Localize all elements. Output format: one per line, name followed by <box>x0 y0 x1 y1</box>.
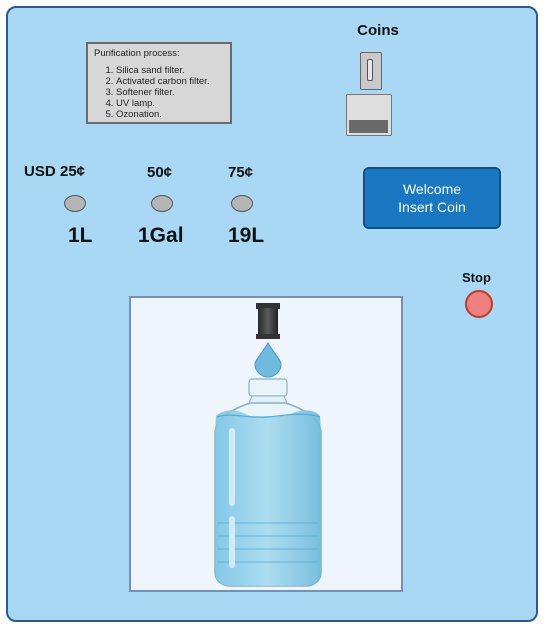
stop-label: Stop <box>462 270 491 285</box>
volume-label-1gal: 1Gal <box>138 224 184 247</box>
coin-slot-icon[interactable] <box>360 52 382 90</box>
water-bottle-icon <box>214 378 322 587</box>
purification-info-box: Purification process: Silica sand filter… <box>86 42 232 124</box>
purification-step: Activated carbon filter. <box>116 76 224 87</box>
purification-step: Silica sand filter. <box>116 65 224 76</box>
select-19l-button[interactable] <box>231 195 253 212</box>
purification-step: UV lamp. <box>116 98 224 109</box>
display-line-1: Welcome <box>402 181 462 197</box>
volume-label-19l: 19L <box>228 224 265 247</box>
price-label-1l: 25¢ <box>60 163 86 180</box>
dispensing-area <box>129 296 403 592</box>
purification-steps: Silica sand filter. Activated carbon fil… <box>94 65 224 120</box>
status-display: Welcome Insert Coin <box>363 167 501 229</box>
volume-label-1l: 1L <box>68 224 93 247</box>
coins-label: Coins <box>357 22 399 39</box>
nozzle-icon <box>256 303 280 339</box>
select-1l-button[interactable] <box>64 195 86 212</box>
water-drop-icon <box>254 342 282 378</box>
coin-return-icon[interactable] <box>346 94 392 136</box>
stop-button[interactable] <box>465 290 493 318</box>
purification-title: Purification process: <box>94 48 180 59</box>
vending-panel: Purification process: Silica sand filter… <box>6 6 538 622</box>
purification-step: Ozonation. <box>116 109 224 120</box>
price-label-1gal: 50¢ <box>147 164 173 181</box>
select-1gal-button[interactable] <box>151 195 173 212</box>
price-label-19l: 75¢ <box>228 164 254 181</box>
purification-step: Softener filter. <box>116 87 224 98</box>
display-line-2: Insert Coin <box>398 199 466 215</box>
currency-label: USD <box>24 163 56 180</box>
